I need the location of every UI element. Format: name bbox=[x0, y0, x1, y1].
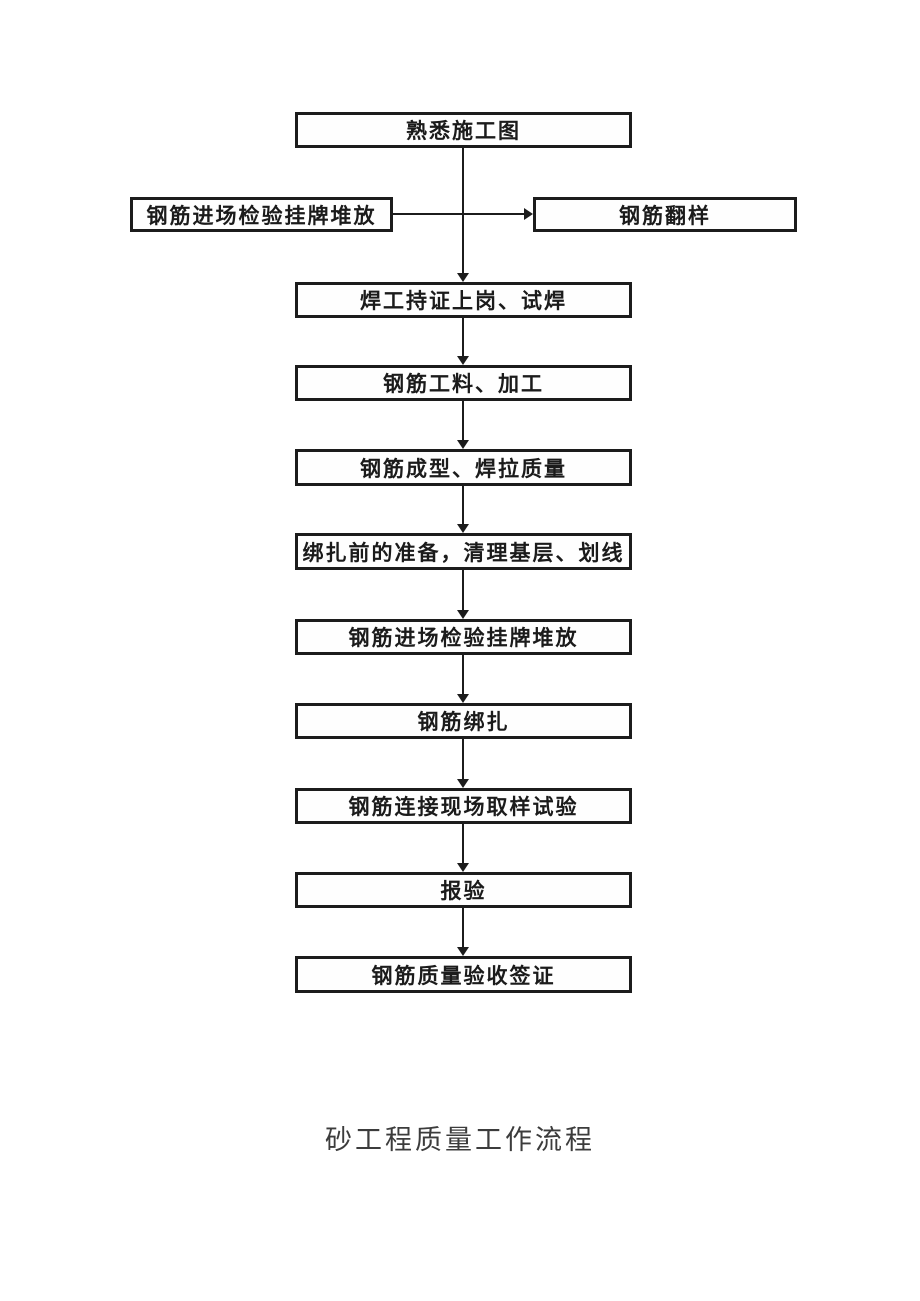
flow-box-site-inspection: 钢筋进场检验挂牌堆放 bbox=[295, 619, 632, 655]
arrow-head-icon bbox=[457, 524, 469, 533]
arrow-head-icon bbox=[457, 273, 469, 282]
arrow-down-icon bbox=[457, 318, 469, 365]
arrow-down-icon bbox=[457, 824, 469, 872]
arrow-shaft bbox=[462, 486, 464, 525]
flow-box-rebar-material: 钢筋工料、加工 bbox=[295, 365, 632, 401]
flow-box-quality-acceptance: 钢筋质量验收签证 bbox=[295, 956, 632, 993]
arrow-head-icon bbox=[457, 440, 469, 449]
diagram-caption: 砂工程质量工作流程 bbox=[325, 1125, 595, 1155]
arrow-down-icon bbox=[457, 908, 469, 956]
arrow-shaft bbox=[393, 213, 525, 215]
flow-box-start: 熟悉施工图 bbox=[295, 112, 632, 148]
arrow-shaft bbox=[462, 570, 464, 611]
flow-box-report-inspection: 报验 bbox=[295, 872, 632, 908]
arrow-shaft bbox=[462, 318, 464, 357]
arrow-right-icon bbox=[393, 208, 533, 220]
arrow-shaft bbox=[462, 401, 464, 441]
arrow-head-icon bbox=[457, 694, 469, 703]
arrow-shaft bbox=[462, 148, 464, 274]
arrow-head-icon bbox=[457, 356, 469, 365]
arrow-down-icon bbox=[457, 486, 469, 533]
arrow-head-icon bbox=[457, 610, 469, 619]
flow-box-branch-right: 钢筋翻样 bbox=[533, 197, 797, 232]
flow-box-connection-sampling: 钢筋连接现场取样试验 bbox=[295, 788, 632, 824]
arrow-down-icon bbox=[457, 739, 469, 788]
arrow-shaft bbox=[462, 824, 464, 864]
arrow-head-icon bbox=[457, 779, 469, 788]
flow-box-branch-left: 钢筋进场检验挂牌堆放 bbox=[130, 197, 393, 232]
arrow-head-icon bbox=[457, 863, 469, 872]
flow-box-prep-before-tying: 绑扎前的准备，清理基层、划线 bbox=[295, 533, 632, 570]
arrow-down-icon bbox=[457, 401, 469, 449]
flow-box-rebar-tying: 钢筋绑扎 bbox=[295, 703, 632, 739]
arrow-head-icon bbox=[524, 208, 533, 220]
arrow-down-icon bbox=[457, 655, 469, 703]
flow-box-rebar-forming: 钢筋成型、焊拉质量 bbox=[295, 449, 632, 486]
arrow-down-icon bbox=[457, 148, 469, 282]
arrow-shaft bbox=[462, 739, 464, 780]
arrow-head-icon bbox=[457, 947, 469, 956]
arrow-shaft bbox=[462, 908, 464, 948]
arrow-shaft bbox=[462, 655, 464, 695]
flow-box-welder-certified: 焊工持证上岗、试焊 bbox=[295, 282, 632, 318]
arrow-down-icon bbox=[457, 570, 469, 619]
